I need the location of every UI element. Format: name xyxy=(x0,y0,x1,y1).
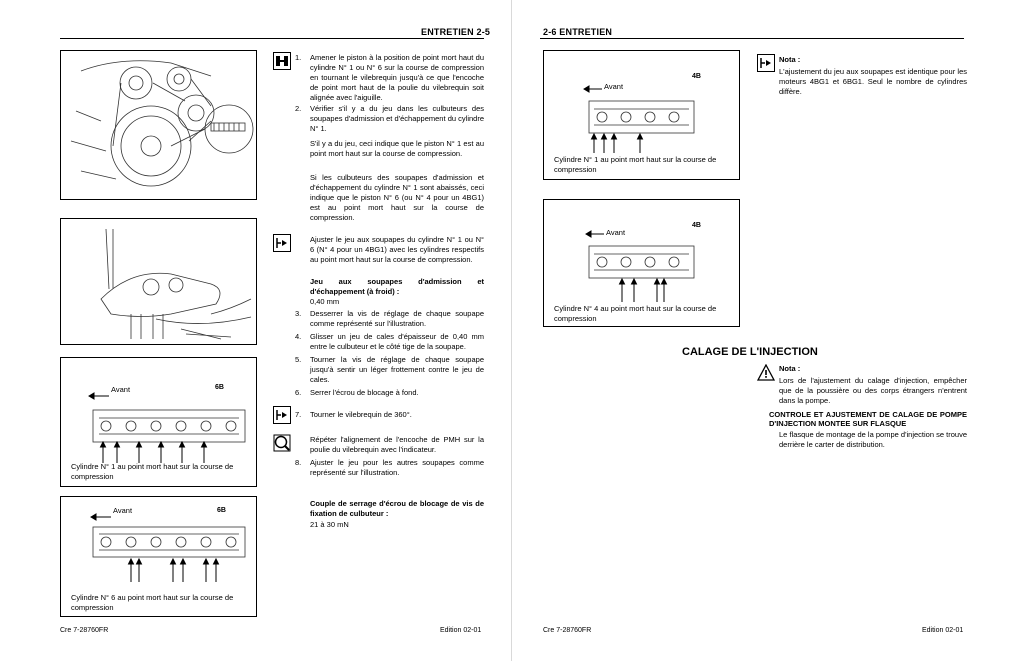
engine-tag: 6B xyxy=(215,384,224,391)
feeler-gauge-illustration xyxy=(100,228,252,340)
engine-tag: 6B xyxy=(217,507,226,514)
page-header-right: 2-6 ENTRETIEN xyxy=(543,27,613,37)
section-title: CALAGE DE L'INJECTION xyxy=(682,346,818,358)
inspect-text: Répéter l'alignement de l'encoche de PMH… xyxy=(310,435,484,454)
avant-label: Avant xyxy=(111,385,131,394)
figure-crank-pulley xyxy=(60,50,257,200)
page-divider xyxy=(511,0,512,661)
figure-caption: Cylindre N° 6 au point mort haut sur la … xyxy=(71,593,234,612)
valve-layout-4b-cyl4 xyxy=(585,230,695,302)
step-text: Si les culbuteurs des soupapes d'admissi… xyxy=(310,173,484,222)
procedure-icon xyxy=(273,52,291,70)
inspect-icon xyxy=(273,434,291,452)
adjust-intro: Ajuster le jeu aux soupapes du cylindre … xyxy=(310,235,484,264)
adjust-icon xyxy=(273,406,291,424)
footer-edition: Edition 02-01 xyxy=(922,627,964,634)
torque-value: 21 à 30 mN xyxy=(310,520,349,529)
step-number: 7. xyxy=(295,410,302,419)
valve-layout-4b-cyl1 xyxy=(583,85,695,153)
step-text: Amener le piston à la position de point … xyxy=(310,53,484,102)
valve-layout-6b-cyl6 xyxy=(90,513,246,582)
figure-4b-cylinder-1: Avant 4B Cylindre N° 1 au point mort hau… xyxy=(543,50,740,180)
step-number: 5. xyxy=(295,355,302,364)
step-number: 1. xyxy=(295,53,302,62)
step-text: Tourner le vilebrequin de 360°. xyxy=(310,410,412,419)
page-header-left: ENTRETIEN 2-5 xyxy=(421,27,491,37)
adjust-icon xyxy=(273,234,291,252)
crank-pulley-illustration xyxy=(70,60,254,187)
figure-feeler-gauge xyxy=(60,218,257,345)
figure-4b-cylinder-4: Avant 4B Cylindre N° 4 au point mort hau… xyxy=(543,199,740,327)
step-text: Ajuster le jeu pour les autres soupapes … xyxy=(310,458,484,477)
nota-title: Nota : xyxy=(779,364,801,373)
step-text: Serrer l'écrou de blocage à fond. xyxy=(310,388,419,397)
spec-value: 0,40 mm xyxy=(310,297,340,306)
footer-edition: Edition 02-01 xyxy=(440,627,482,634)
avant-label: Avant xyxy=(604,82,624,91)
step-number: 6. xyxy=(295,388,302,397)
warning-icon xyxy=(756,363,776,382)
engine-tag: 4B xyxy=(692,73,701,80)
step-text: Glisser un jeu de cales d'épaisseur de 0… xyxy=(310,332,484,351)
figure-caption: Cylindre N° 1 au point mort haut sur la … xyxy=(71,462,234,481)
footer-doc-id: Cre 7-28760FR xyxy=(543,627,592,634)
figure-6b-cylinder-1: Avant 6B Cylindre N° 1 au point mort hau… xyxy=(60,357,257,487)
nota-text: Lors de l'ajustement du calage d'injecti… xyxy=(779,376,967,405)
nota-title: Nota : xyxy=(779,55,801,64)
figure-6b-cylinder-6: Avant 6B Cylindre N° 6 au point mort hau… xyxy=(60,496,257,617)
footer-doc-id: Cre 7-28760FR xyxy=(60,627,109,634)
figure-caption: Cylindre N° 4 au point mort haut sur la … xyxy=(554,304,717,323)
step-text: Tourner la vis de réglage de chaque soup… xyxy=(310,355,484,384)
spec-title: Jeu aux soupapes d'admission et d'échapp… xyxy=(310,277,484,296)
step-number: 4. xyxy=(295,332,302,341)
avant-label: Avant xyxy=(113,506,133,515)
note-icon xyxy=(757,54,775,72)
nota-text: L'ajustement du jeu aux soupapes est ide… xyxy=(779,67,967,96)
figure-caption: Cylindre N° 1 au point mort haut sur la … xyxy=(554,155,717,174)
avant-label: Avant xyxy=(606,228,626,237)
torque-title: Couple de serrage d'écrou de blocage de … xyxy=(310,499,484,518)
step-number: 8. xyxy=(295,458,302,467)
header-rule-right xyxy=(540,38,964,39)
step-number: 2. xyxy=(295,104,302,113)
subsection-title: CONTROLE ET AJUSTEMENT DE CALAGE DE POMP… xyxy=(769,410,967,428)
step-text: Desserrer la vis de réglage de chaque so… xyxy=(310,309,484,328)
header-rule-left xyxy=(60,38,484,39)
step-text: S'il y a du jeu, ceci indique que le pis… xyxy=(310,139,484,158)
subsection-text: Le flasque de montage de la pompe d'inje… xyxy=(779,430,967,449)
engine-tag: 4B xyxy=(692,222,701,229)
step-text: Vérifier s'il y a du jeu dans les culbut… xyxy=(310,104,484,133)
valve-layout-6b-cyl1 xyxy=(88,392,246,463)
step-number: 3. xyxy=(295,309,302,318)
